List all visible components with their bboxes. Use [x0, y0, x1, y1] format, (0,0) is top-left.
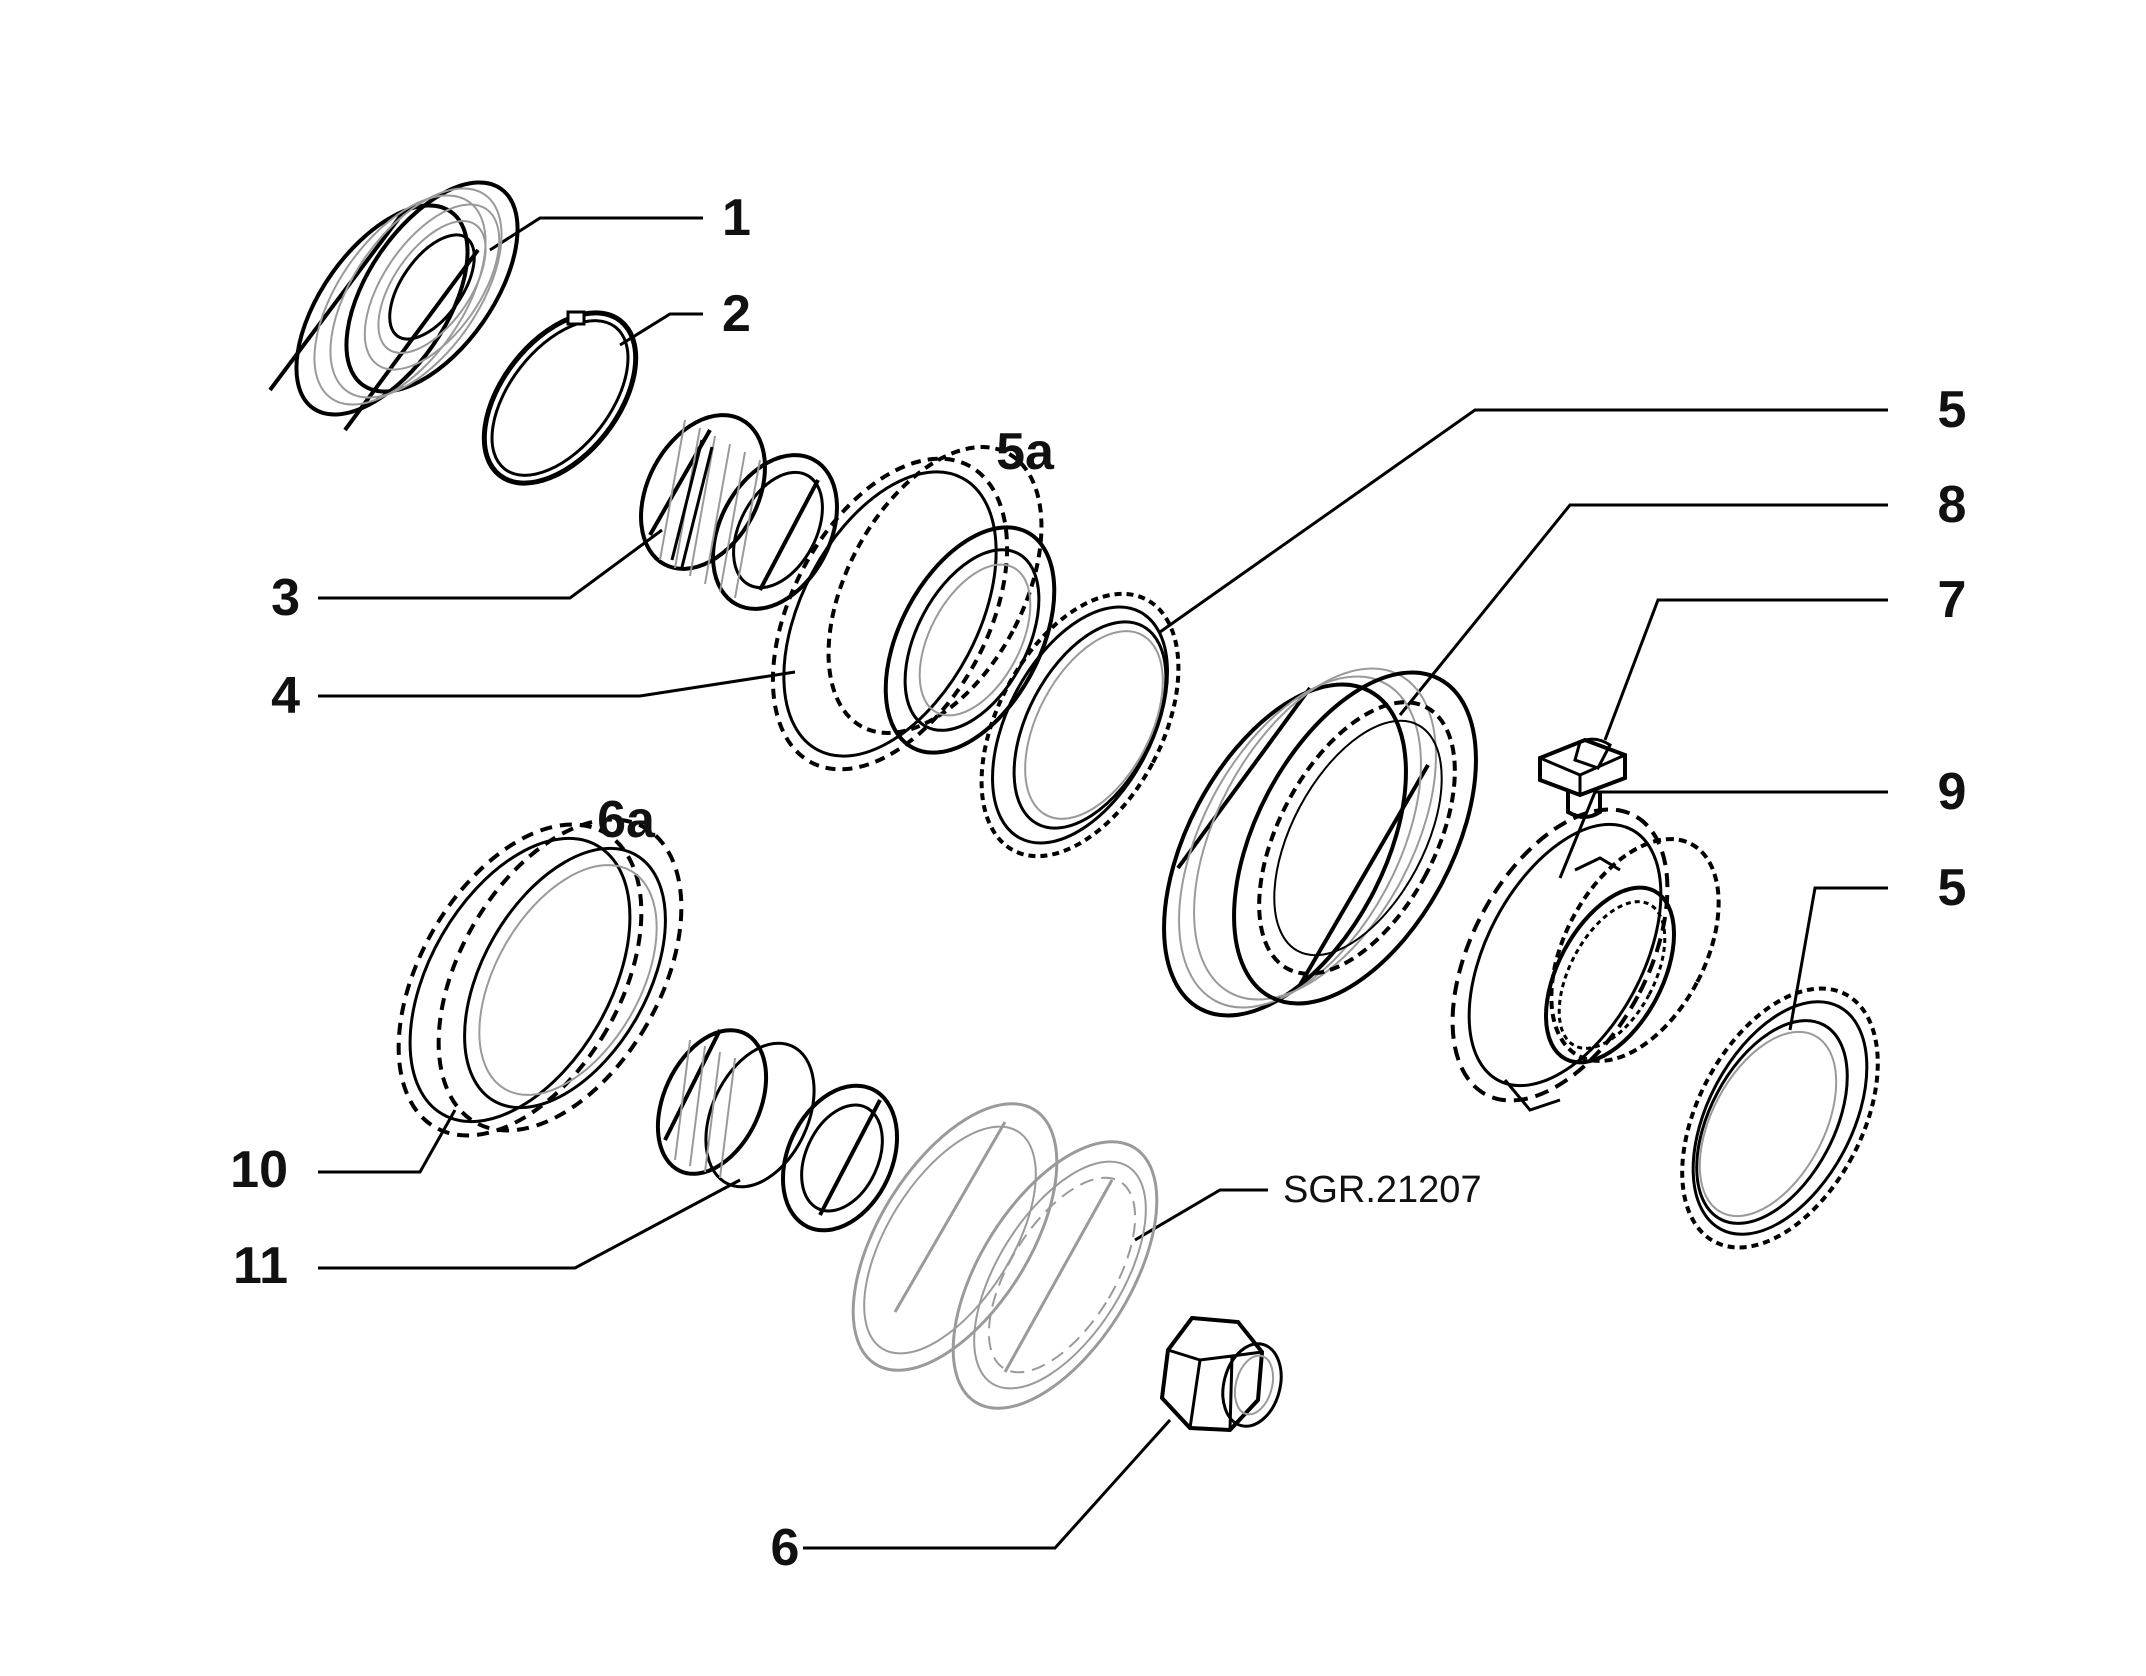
callout-11: 11: [233, 1237, 288, 1295]
gear-icon: [396, 817, 684, 1138]
callout-4: 4: [271, 667, 300, 725]
detent-block-icon: [1538, 737, 1627, 819]
ball-bearing-icon: [268, 180, 520, 432]
leader-line-11: [318, 1178, 741, 1270]
leader-line-3: [318, 528, 663, 600]
callout-labels: 1 2 3 4 5a 5 8 7 9 5 6a 10 11 6 SGR.2120…: [230, 189, 1966, 1577]
callout-3: 3: [271, 569, 300, 627]
leader-line-2: [619, 312, 703, 347]
synchronizer-hub-icon: [1450, 807, 1721, 1112]
leader-line-9: [1558, 790, 1888, 879]
leader-line-5-bottom: [1788, 886, 1888, 1031]
leader-line-10: [318, 1109, 457, 1174]
callout-9: 9: [1938, 763, 1967, 821]
callout-5a: 5a: [996, 423, 1055, 481]
leader-line-ref: [1134, 1188, 1268, 1242]
gear-icon: [770, 445, 1057, 772]
splined-bushing-icon: [655, 1028, 900, 1233]
snap-ring-icon: [481, 310, 639, 486]
drawing-reference: SGR.21207: [1283, 1169, 1482, 1211]
leader-line-6: [803, 1418, 1172, 1550]
callout-2: 2: [722, 285, 751, 343]
hex-nut-icon: [1159, 1315, 1283, 1433]
callout-7: 7: [1938, 571, 1967, 629]
callout-6a: 6a: [597, 791, 656, 849]
leader-line-1: [489, 216, 703, 252]
callout-1: 1: [722, 189, 751, 247]
leader-line-8: [1398, 503, 1888, 716]
leader-line-5-top: [1159, 408, 1888, 634]
leader-line-7: [1603, 598, 1888, 741]
roller-bearing-icon: [851, 1102, 1159, 1410]
callout-8: 8: [1938, 476, 1967, 534]
callout-5-top: 5: [1938, 381, 1967, 439]
callout-5-bottom: 5: [1938, 859, 1967, 917]
leader-line-4: [318, 670, 796, 698]
leader-lines: [318, 216, 1888, 1550]
synchronizer-ring-icon: [979, 591, 1181, 859]
synchronizer-ring-icon: [1680, 986, 1880, 1250]
sliding-sleeve-icon: [1162, 667, 1478, 1018]
callout-6: 6: [771, 1519, 800, 1577]
callout-10: 10: [230, 1141, 288, 1199]
needle-bearing-icon: [639, 413, 839, 611]
